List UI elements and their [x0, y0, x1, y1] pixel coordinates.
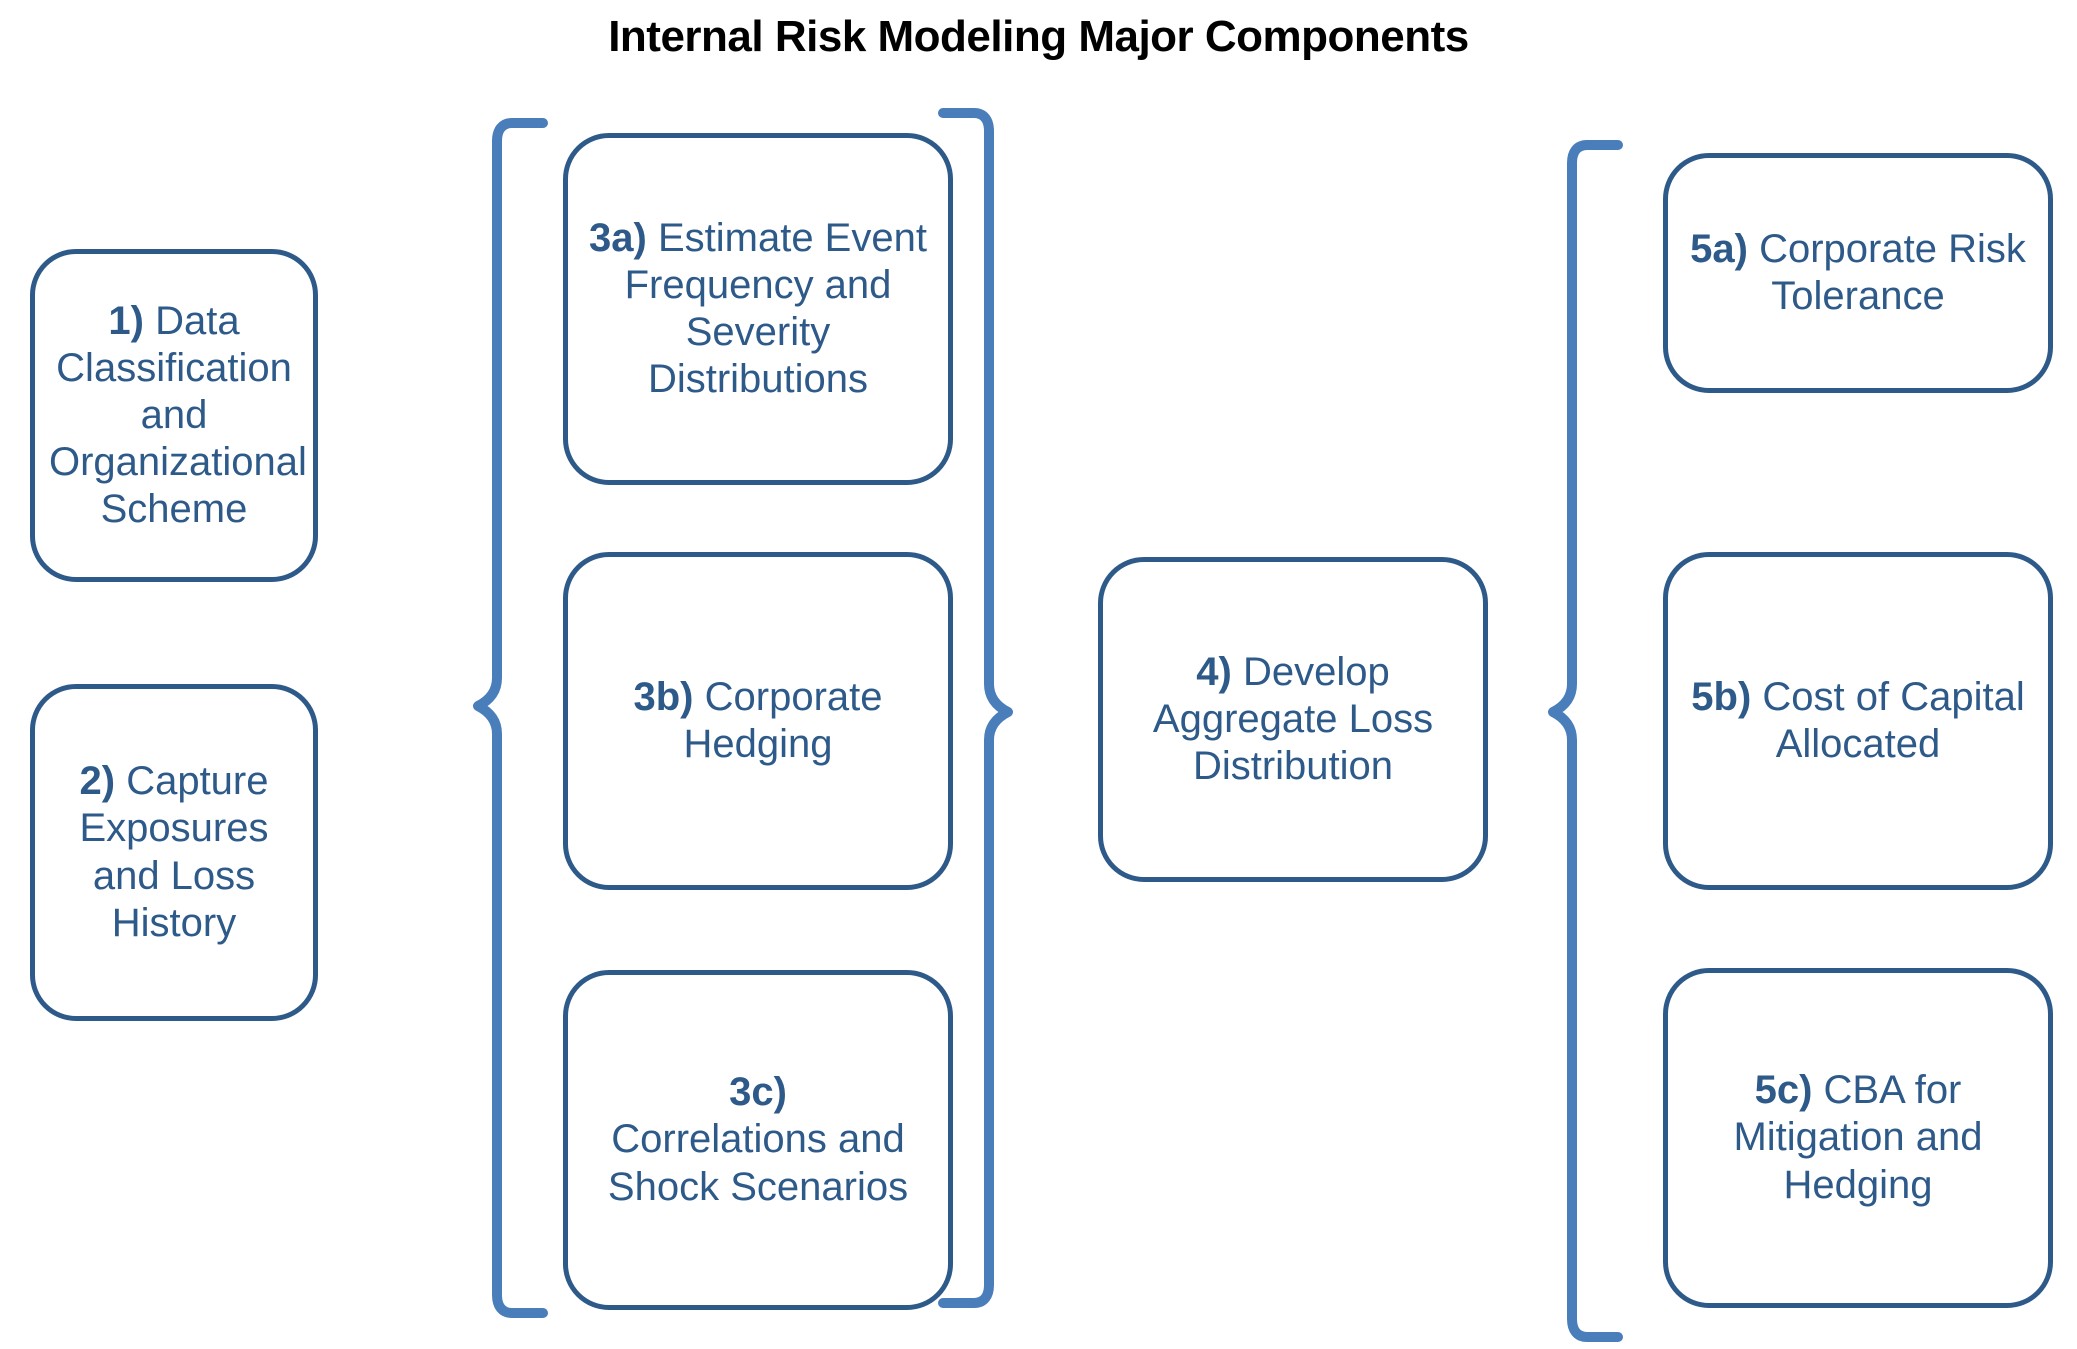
- node-text-3a: 3a) Estimate Event Frequency and Severit…: [582, 215, 934, 404]
- node-box-3a[interactable]: 3a) Estimate Event Frequency and Severit…: [563, 133, 953, 485]
- node-body-1: Data Classification and Organizational S…: [49, 298, 307, 532]
- node-box-5b[interactable]: 5b) Cost of Capital Allocated: [1663, 552, 2053, 890]
- node-label-4: 4): [1196, 649, 1232, 694]
- node-box-5c[interactable]: 5c) CBA for Mitigation and Hedging: [1663, 968, 2053, 1308]
- node-box-3c[interactable]: 3c)Correlations and Shock Scenarios: [563, 970, 953, 1310]
- node-box-5a[interactable]: 5a) Corporate Risk Tolerance: [1663, 153, 2053, 393]
- node-text-3b: 3b) Corporate Hedging: [582, 674, 934, 768]
- node-body-5c: CBA for Mitigation and Hedging: [1733, 1068, 1983, 1207]
- node-label-3c: 3c): [729, 1070, 787, 1115]
- node-text-1: 1) Data Classification and Organizationa…: [49, 298, 307, 534]
- node-body-3a: Estimate Event Frequency and Severity Di…: [624, 215, 927, 402]
- node-text-5b: 5b) Cost of Capital Allocated: [1682, 674, 2034, 768]
- node-body-3b: Corporate Hedging: [683, 674, 883, 766]
- node-box-3b[interactable]: 3b) Corporate Hedging: [563, 552, 953, 890]
- node-label-2: 2): [79, 759, 116, 804]
- node-body-5b: Cost of Capital Allocated: [1762, 674, 2025, 766]
- node-body-5a: Corporate Risk Tolerance: [1759, 226, 2026, 318]
- node-body-3c: Correlations and Shock Scenarios: [607, 1117, 909, 1209]
- node-label-3a: 3a): [589, 215, 647, 260]
- node-box-1[interactable]: 1) Data Classification and Organizationa…: [30, 249, 318, 582]
- node-label-3b: 3b): [633, 674, 694, 719]
- node-text-3c: 3c)Correlations and Shock Scenarios: [582, 1069, 934, 1211]
- node-label-5b: 5b): [1691, 674, 1752, 719]
- node-body-2: Capture Exposures and Loss History: [79, 759, 269, 945]
- node-text-4: 4) Develop Aggregate Loss Distribution: [1117, 649, 1469, 791]
- node-body-4: Develop Aggregate Loss Distribution: [1152, 649, 1434, 789]
- node-label-5c: 5c): [1754, 1068, 1813, 1113]
- node-text-5a: 5a) Corporate Risk Tolerance: [1682, 226, 2034, 320]
- page-title: Internal Risk Modeling Major Components: [608, 12, 1469, 61]
- node-text-2: 2) Capture Exposures and Loss History: [49, 758, 299, 947]
- brace-group5-left: [1510, 140, 1625, 1342]
- node-box-4[interactable]: 4) Develop Aggregate Loss Distribution: [1098, 557, 1488, 882]
- node-text-5c: 5c) CBA for Mitigation and Hedging: [1682, 1067, 2034, 1209]
- node-label-1: 1): [108, 298, 144, 343]
- brace-group3-left: [440, 118, 550, 1318]
- node-box-2[interactable]: 2) Capture Exposures and Loss History: [30, 684, 318, 1021]
- node-label-5a: 5a): [1690, 226, 1748, 271]
